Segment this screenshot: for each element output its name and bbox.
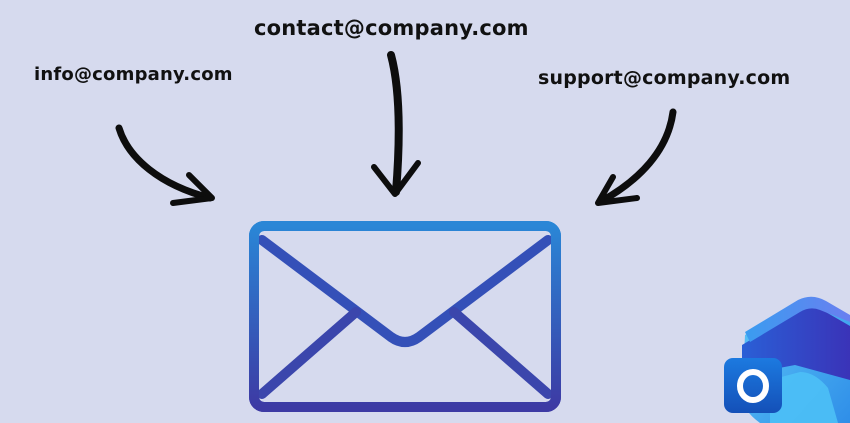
outlook-letter-o	[737, 369, 769, 403]
arrow-down-icon	[371, 51, 421, 197]
outlook-tile	[724, 358, 782, 413]
curved-arrow-down-left-icon	[595, 108, 677, 206]
info-email-label: info@company.com	[34, 64, 233, 85]
curved-arrow-down-right-icon	[115, 124, 215, 206]
support-email-label: support@company.com	[538, 67, 791, 89]
contact-email-label: contact@company.com	[254, 16, 529, 40]
